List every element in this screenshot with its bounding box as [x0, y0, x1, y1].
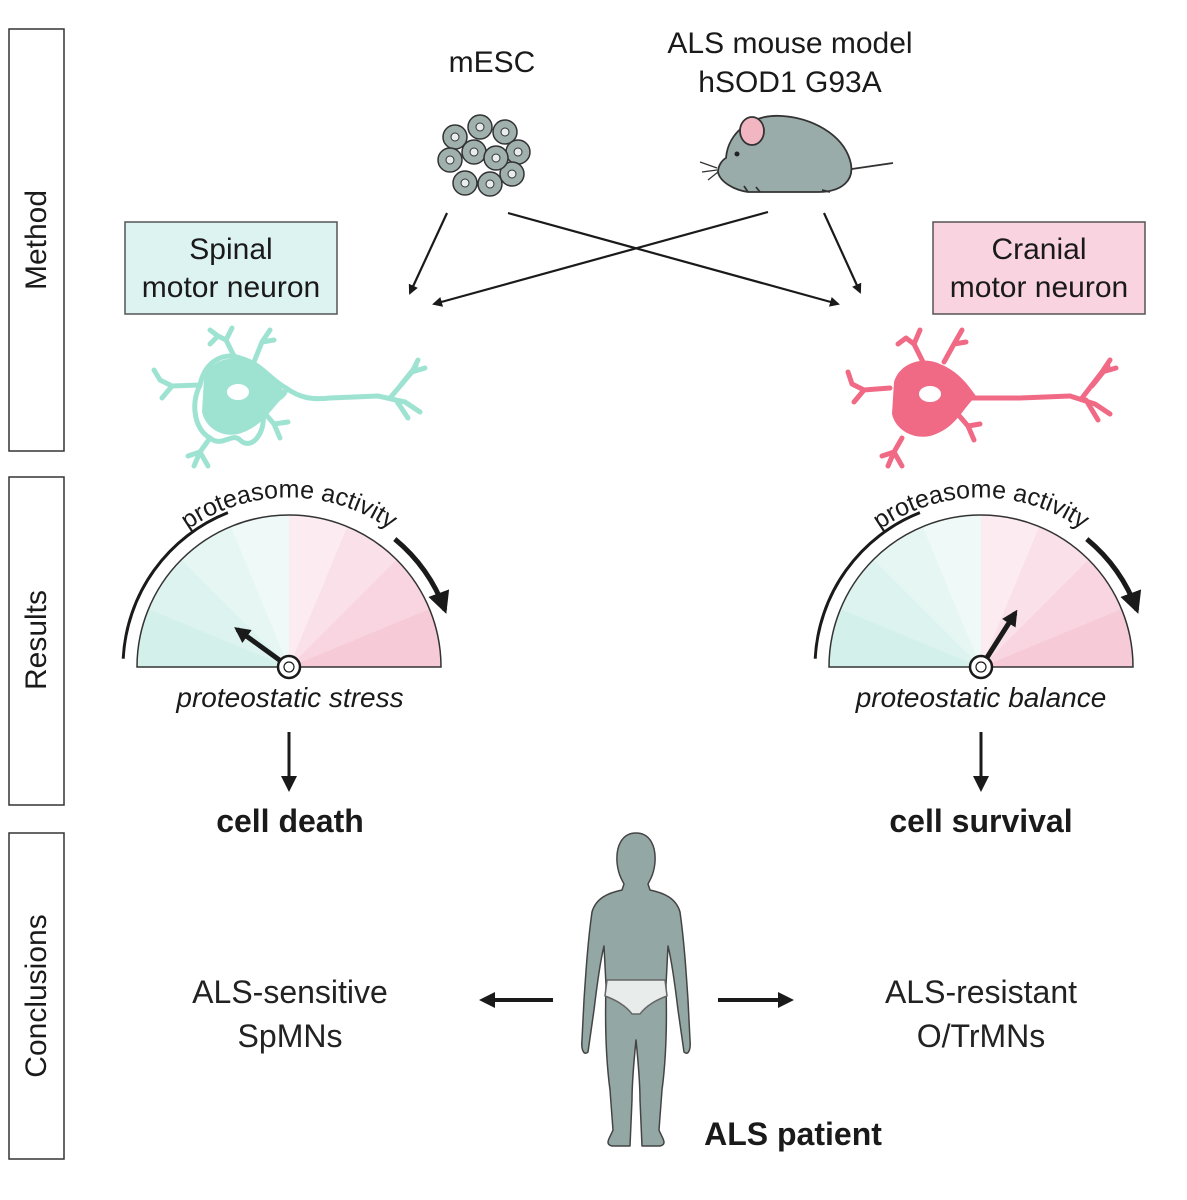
spinal-gauge-arc-arrow — [393, 537, 450, 614]
cranial-gauge-segment — [922, 515, 981, 667]
patient-label: ALS patient — [704, 1116, 882, 1152]
cranial-neuron-nucleus — [917, 384, 943, 404]
cranial-gauge-segment — [981, 515, 1040, 667]
spinal-conclusion-line2: SpMNs — [238, 1018, 343, 1054]
cranial-gauge-hub-inner — [975, 661, 987, 673]
cranial-conclusion-line1: ALS-resistant — [885, 974, 1077, 1010]
spinal-gauge-segment — [289, 515, 348, 667]
section-results: Results — [8, 476, 65, 806]
cranial-gauge-arc-left — [813, 511, 921, 659]
spinal-gauge-caption: proteostatic stress — [175, 682, 403, 713]
cranial-box-line1: Cranial — [991, 233, 1086, 266]
cranial-conclusion-line2: O/TrMNs — [917, 1018, 1046, 1054]
spinal-box-line1: Spinal — [189, 233, 272, 266]
spinal-motor-neuron-box: Spinal motor neuron — [124, 221, 338, 315]
spinal-gauge-segment — [289, 526, 397, 667]
spinal-gauge-arc-left — [121, 511, 229, 659]
cranial-gauge-caption: proteostatic balance — [855, 682, 1107, 713]
spinal-box-line2: motor neuron — [142, 271, 320, 304]
spinal-gauge-segment — [289, 559, 430, 667]
arrow-mouse-to-spinal — [432, 210, 769, 307]
patient-figure-icon — [581, 832, 691, 1147]
section-method: Method — [8, 28, 65, 452]
cranial-gauge-segment — [873, 526, 981, 667]
spinal-proteasome-gauge — [121, 511, 450, 680]
mesc-cluster-icon — [437, 114, 531, 197]
section-conclusions: Conclusions — [8, 832, 65, 1160]
spinal-gauge-segment — [137, 608, 289, 667]
cranial-gauge-segment — [981, 608, 1133, 667]
cranial-gauge-segment — [828, 608, 981, 667]
cranial-box-line2: motor neuron — [950, 271, 1128, 304]
spinal-gauge-outline — [136, 514, 442, 668]
arrows-method — [408, 210, 862, 307]
spinal-gauge-segment — [181, 526, 289, 667]
cranial-motor-neuron-box: Cranial motor neuron — [932, 221, 1146, 315]
cranial-gauge-outline — [828, 514, 1134, 668]
spinal-outcome-label: cell death — [216, 803, 364, 839]
cranial-gauge-arc-arrow — [1085, 537, 1142, 614]
cranial-proteasome-gauge — [813, 511, 1142, 680]
spinal-gauge-segment — [230, 515, 289, 667]
mouse-model-label-line2: hSOD1 G93A — [698, 66, 881, 99]
spinal-conclusion-line1: ALS-sensitive — [192, 974, 388, 1010]
cranial-gauge-segment — [981, 526, 1089, 667]
mouse-model-label-line1: ALS mouse model — [667, 27, 912, 60]
spinal-gauge-segment — [289, 608, 441, 667]
cranial-outcome-label: cell survival — [889, 803, 1072, 839]
mesc-label: mESC — [449, 46, 536, 79]
mouse-icon — [699, 115, 894, 193]
cranial-neuron-icon — [845, 327, 1119, 469]
spinal-gauge-hub-inner — [283, 661, 295, 673]
section-method-label: Method — [20, 190, 53, 290]
spinal-neuron-icon — [151, 325, 428, 469]
arrow-mesc-to-spinal — [408, 212, 448, 295]
cranial-gauge-segment — [981, 559, 1122, 667]
cranial-gauge-segment — [840, 559, 981, 667]
section-results-label: Results — [20, 590, 53, 690]
section-conclusions-label: Conclusions — [20, 914, 53, 1077]
spinal-neuron-nucleus — [225, 382, 251, 402]
arrow-mouse-to-cranial — [822, 212, 862, 294]
arrow-mesc-to-cranial — [507, 211, 840, 307]
